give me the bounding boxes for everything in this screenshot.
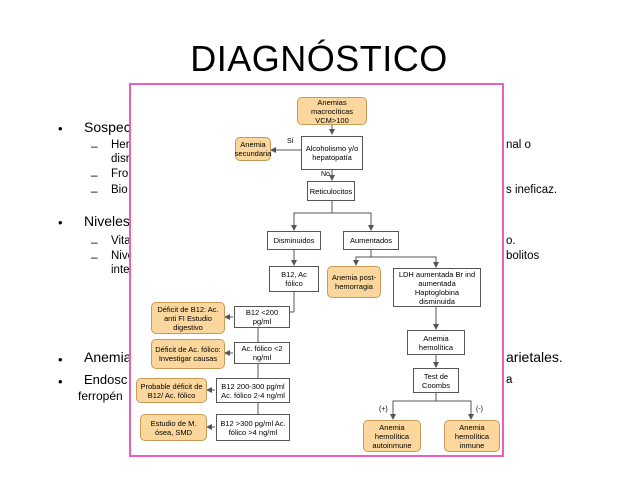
- node-anemia-secundaria: Anemia secundaria: [235, 137, 271, 161]
- node-deficit-b12: Déficit de B12: Ac. anti FI Estudio dige…: [151, 302, 225, 334]
- node-anemias-macrociticas: Anemias macrocíticas VCM>100: [297, 97, 367, 125]
- fragment-text: bolitos: [506, 250, 540, 262]
- node-test-coombs: Test de Coombs: [413, 368, 459, 393]
- node-reticulocitos: Reticulocitos: [307, 181, 355, 201]
- node-hemolitica-autoinmune: Anemia hemolítica autoinmune: [363, 420, 421, 452]
- fragment-text: s ineficaz.: [506, 184, 558, 196]
- fragment-text: nal o: [506, 139, 531, 151]
- bullet-text: ferropén: [78, 389, 123, 403]
- node-probable-deficit: Probable déficit de B12/ Ac. fólico: [136, 378, 207, 403]
- sub-text: Her: [111, 139, 130, 151]
- label-no: No: [321, 171, 330, 178]
- node-b12-200-300: B12 200-300 pg/ml Ac. fólico 2-4 ng/ml: [216, 378, 290, 403]
- sub-dash: –: [91, 184, 98, 198]
- slide-title: DIAGNÓSTICO: [190, 38, 448, 79]
- label-negative: (-): [476, 406, 483, 413]
- flowchart-panel: Anemias macrocíticas VCM>100 Anemia secu…: [129, 83, 504, 457]
- sub-dash: –: [91, 168, 98, 182]
- fragment-text: arietales.: [506, 349, 563, 365]
- node-deficit-ac-folico: Déficit de Ac. fólico: Investigar causas: [151, 339, 225, 369]
- bullet-text: Niveles: [84, 213, 130, 229]
- node-hemolitica-inmune: Anemia hemolítica inmune: [444, 420, 500, 452]
- sub-text: disr: [111, 153, 130, 165]
- bullet-dot: •: [58, 374, 63, 389]
- label-positive: (+): [379, 406, 388, 413]
- fragment-text: o.: [506, 235, 516, 247]
- sub-dash: –: [91, 139, 98, 153]
- bullet-dot: •: [58, 121, 63, 136]
- sub-dash: –: [91, 250, 98, 264]
- fragment-text: a: [506, 374, 513, 386]
- sub-dash: –: [91, 235, 98, 249]
- sub-text: inte: [111, 264, 130, 276]
- node-b12-menor-200: B12 <200 pg/ml: [234, 306, 290, 328]
- node-anemia-hemolitica: Anemia hemolítica: [407, 330, 465, 355]
- sub-text: Fro: [111, 168, 129, 180]
- node-anemia-post-hemorragia: Anemia post-hemorragia: [327, 266, 381, 298]
- sub-text: Vita: [111, 235, 131, 247]
- node-ac-folico-menor-2: Ac. fólico <2 ng/ml: [234, 342, 290, 364]
- bullet-text: Endosc: [84, 372, 128, 387]
- bullet-dot: •: [58, 215, 63, 230]
- node-b12-mayor-300: B12 >300 pg/ml Ac. fólico >4 ng/ml: [216, 414, 290, 441]
- node-disminuidos: Disminuidos: [267, 231, 321, 250]
- bullet-text: Sospec: [84, 119, 131, 135]
- label-yes: Sí: [287, 138, 294, 145]
- node-estudio-medula-osea: Estudio de M. ósea, SMD: [140, 414, 207, 441]
- sub-text: Nive: [111, 250, 135, 262]
- node-aumentados: Aumentados: [343, 231, 399, 250]
- bullet-text: Anemia: [84, 349, 132, 365]
- sub-text: Bio: [111, 184, 128, 196]
- node-ldh-br-haptoglobina: LDH aumentada Br ind aumentada Haptoglob…: [393, 268, 481, 307]
- node-b12-ac-folico: B12, Ac fólico: [269, 266, 319, 292]
- bullet-dot: •: [58, 352, 63, 367]
- node-alcoholismo-hepatopatia: Alcoholismo y/o hepatopatía: [301, 136, 363, 170]
